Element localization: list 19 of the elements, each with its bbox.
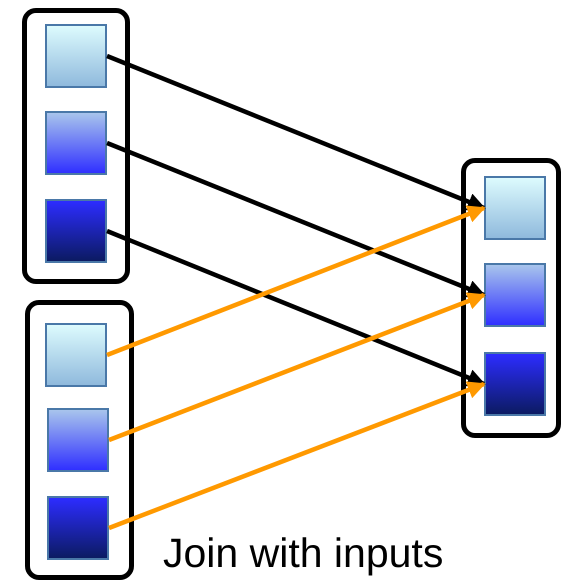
gradient-square (484, 176, 546, 240)
arrow (108, 292, 486, 442)
gradient-square (45, 111, 107, 175)
arrow (106, 206, 486, 358)
arrow (106, 54, 486, 210)
arrow (106, 228, 486, 386)
gradient-square (45, 323, 107, 387)
arrow (106, 140, 486, 298)
gradient-square (47, 408, 109, 472)
gradient-square (47, 496, 109, 560)
caption-text: Join with inputs (163, 529, 444, 578)
gradient-square (484, 263, 546, 327)
gradient-square (45, 199, 107, 263)
group-box (25, 300, 134, 580)
gradient-square (484, 352, 546, 416)
group-box (22, 8, 130, 284)
gradient-square (45, 24, 107, 88)
group-box (461, 158, 561, 438)
arrow (108, 381, 486, 530)
